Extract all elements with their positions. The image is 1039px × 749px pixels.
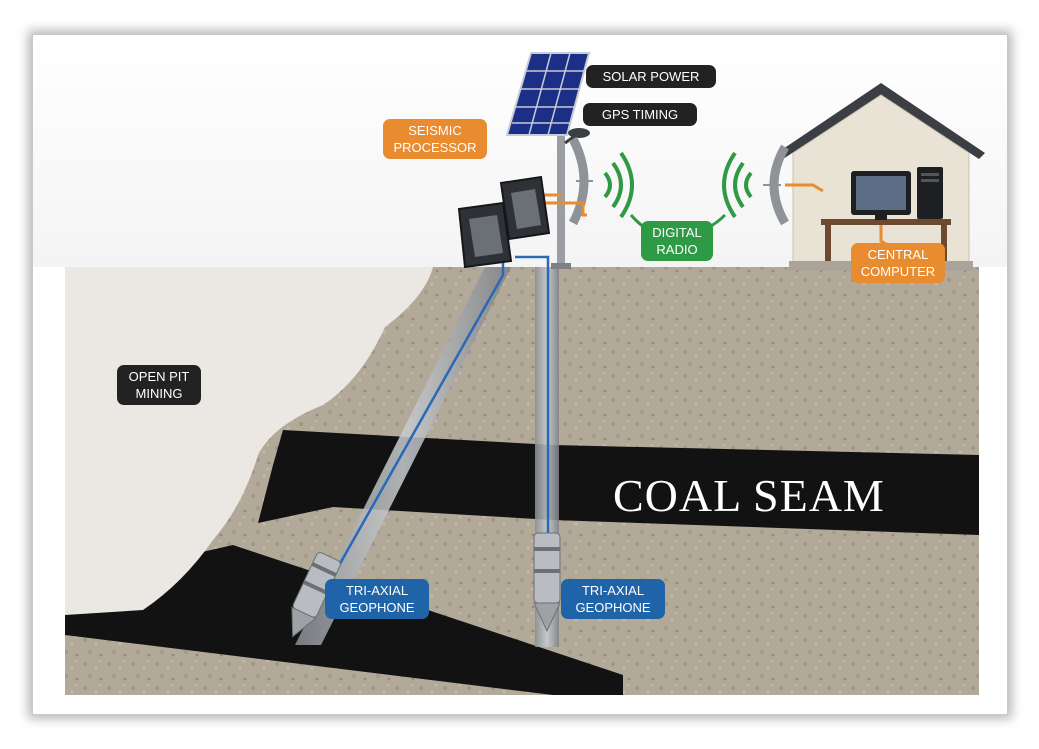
seismic-processor-line2: PROCESSOR — [393, 140, 477, 155]
coal-seam-label: COAL SEAM — [613, 471, 885, 521]
lower-coal-seam — [65, 545, 623, 695]
coal-seam-text: COAL SEAM — [613, 470, 885, 521]
geophone-right-line1: TRI-AXIAL — [581, 583, 645, 598]
label-open-pit-mining: OPEN PIT MINING — [117, 365, 201, 405]
radio-waves-right — [722, 151, 753, 219]
seismic-processor-front — [457, 201, 513, 269]
computer-tower — [917, 167, 943, 219]
coal-seam-band — [258, 430, 979, 535]
label-geophone-left: TRI-AXIAL GEOPHONE — [325, 579, 429, 619]
seismic-processor-back — [499, 175, 551, 241]
gps-timing-text: GPS TIMING — [601, 107, 679, 122]
mine-monitoring-scene — [33, 35, 1007, 695]
central-computer-line2: COMPUTER — [860, 264, 936, 279]
label-digital-radio: DIGITAL RADIO — [641, 221, 713, 261]
seismic-processor-line1: SEISMIC — [408, 123, 462, 138]
geophone-left-line1: TRI-AXIAL — [345, 583, 409, 598]
digital-radio-line1: DIGITAL — [652, 225, 702, 240]
orange-cable-house — [785, 183, 824, 193]
geophone-right-line2: GEOPHONE — [575, 600, 651, 615]
diagram-frame: SOLAR POWER GPS TIMING SEISMIC PROCESSOR… — [32, 34, 1008, 715]
label-solar-power: SOLAR POWER — [586, 65, 716, 88]
geophone-right — [533, 532, 561, 633]
open-pit-area — [65, 267, 433, 615]
angled-borehole — [295, 267, 511, 645]
label-central-computer: CENTRAL COMPUTER — [851, 243, 945, 283]
radio-waves-left — [603, 151, 634, 219]
open-pit-line1: OPEN PIT — [128, 369, 190, 384]
orange-cable-radio — [543, 201, 587, 217]
computer-monitor — [851, 171, 911, 220]
digital-radio-line2: RADIO — [656, 242, 698, 257]
geophone-left-line2: GEOPHONE — [339, 600, 415, 615]
central-computer-line1: CENTRAL — [867, 247, 929, 262]
label-geophone-right: TRI-AXIAL GEOPHONE — [561, 579, 665, 619]
mast-pole — [557, 101, 565, 269]
label-gps-timing: GPS TIMING — [583, 103, 697, 126]
mast-base — [551, 263, 571, 269]
label-seismic-processor: SEISMIC PROCESSOR — [383, 119, 487, 159]
open-pit-line2: MINING — [135, 386, 183, 401]
blue-cable-vertical — [515, 255, 550, 555]
solar-panel — [505, 52, 591, 136]
solar-power-text: SOLAR POWER — [602, 69, 700, 84]
